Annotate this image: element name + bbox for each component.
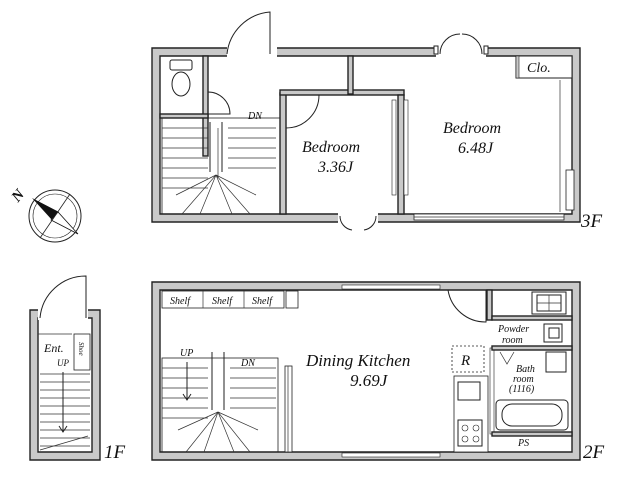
floor-2f-handrail <box>284 365 293 453</box>
dining-kitchen-size: 9.69J <box>350 371 389 390</box>
floor-3f-bedroom-divider <box>397 94 405 215</box>
floor-3f-door-jamb <box>483 45 489 55</box>
floor-2f-top-window <box>341 284 441 290</box>
floor-3f-bedroom-small-door-swing <box>285 94 320 129</box>
floor-1f-stairs <box>39 372 90 451</box>
compass-needle-north <box>32 198 59 220</box>
bathtub-icon <box>495 399 569 431</box>
floor-3f-partition <box>347 55 354 95</box>
floor-2f-label: 2F <box>583 442 605 463</box>
floor-2f-outer-wall <box>151 281 581 461</box>
floor-1f-outer-wall <box>29 309 101 461</box>
dining-kitchen-name: Dining Kitchen <box>305 351 410 370</box>
floor-3f-toilet-bottom-wall <box>159 113 209 119</box>
floor-1f: Shoe Ent. UP 1F <box>29 275 126 463</box>
floor-3f-bottom-door-swing <box>339 215 377 231</box>
floor-3f-stair-dn-label: DN <box>247 111 263 122</box>
floor-2f-stair-up-label: UP <box>180 348 193 359</box>
floor-3f-closet-door <box>391 99 397 196</box>
stove-icon <box>457 419 483 447</box>
shelf-label-3: Shelf <box>252 296 273 307</box>
bedroom-small-size: 3.36J <box>317 159 354 176</box>
floor-3f-stairs <box>161 117 281 215</box>
stair-arrow-icon <box>182 362 192 401</box>
floor-1f-shoe-box <box>73 333 91 371</box>
floor-3f-closet-door <box>403 99 409 196</box>
compass-north-label: N <box>8 186 29 206</box>
floor-3f-door-jamb <box>433 45 439 55</box>
bathroom-label-1: Bath <box>516 364 535 375</box>
floor-3f-balcony-door-swing <box>439 33 483 55</box>
shelf-label-1: Shelf <box>170 296 191 307</box>
floor-1f-entrance-opening <box>38 306 88 320</box>
floor-3f-closet-wall <box>515 55 520 79</box>
floor-3f-label: 3F <box>580 211 603 232</box>
entrance-label: Ent. <box>43 341 64 355</box>
kitchen-counter <box>453 375 489 453</box>
compass-cross-line <box>39 193 71 239</box>
floor-2f-bottom-window <box>341 452 441 458</box>
floor-1f-stair-up-label: UP <box>57 358 69 368</box>
floor-1f-entrance-door-swing <box>39 275 87 319</box>
floor-3f-bedroom-small-top-wall <box>279 89 405 96</box>
bedroom-large-size: 6.48J <box>458 140 494 157</box>
compass-needle-south <box>50 211 79 235</box>
floor-2f-stairs <box>161 352 279 453</box>
toilet-icon <box>169 59 193 97</box>
ps-label: PS <box>517 438 529 449</box>
bathroom-label-3: (1116) <box>509 384 535 395</box>
closet-label: Clo. <box>527 61 551 76</box>
bath-mirror <box>545 351 567 373</box>
floor-2f-door-swing <box>447 289 487 323</box>
floor-3f-top-door-opening <box>227 46 277 58</box>
floor-2f: Shelf Shelf Shelf UP DN <box>151 281 605 463</box>
washing-machine-icon <box>531 291 567 315</box>
floor-3f-top-door-swing <box>226 11 271 55</box>
floor-2f-sliding-door <box>489 347 495 435</box>
floor-1f-stair-arrow-icon <box>58 372 68 433</box>
compass: N <box>8 186 82 243</box>
compass-inner-ring <box>32 193 78 239</box>
refrigerator-space <box>451 345 485 373</box>
floor-3f-toilet-door-swing <box>207 91 231 115</box>
floor-3f-toilet-wall <box>202 55 209 157</box>
floor-2f-stair-dn-label: DN <box>240 358 256 369</box>
floor-3f-right-window <box>565 169 575 211</box>
floor-1f-label: 1F <box>104 442 126 463</box>
floor-2f-bath-bottom-wall <box>491 431 573 437</box>
bath-vent-icon <box>499 351 515 365</box>
bedroom-large-name: Bedroom <box>443 120 501 137</box>
floor-2f-powder-top-wall <box>491 315 573 321</box>
refrigerator-label: R <box>460 353 470 369</box>
sink-icon <box>543 323 563 343</box>
floor-3f: Clo. DN Bedroom 3.36J Bedroom 6.48 <box>151 11 603 232</box>
floor-2f-bath-top-wall <box>491 345 573 351</box>
shelf-label-2: Shelf <box>212 296 233 307</box>
floor-3f-bedroom-small-left-wall <box>279 92 287 215</box>
floor-2f-partition-top <box>486 289 493 321</box>
floor-3f-bottom-door-opening <box>338 212 378 224</box>
shoe-box-label: Shoe <box>77 342 85 356</box>
bedroom-small-name: Bedroom <box>302 139 360 156</box>
powder-room-label-1: Powder <box>497 324 529 335</box>
shelves: Shelf Shelf Shelf <box>161 290 299 309</box>
bathroom-label-2: room <box>513 374 534 385</box>
kitchen-sink-icon <box>457 381 481 401</box>
powder-room-label-2: room <box>502 335 523 346</box>
floor-3f-balcony-door-opening <box>436 46 486 58</box>
